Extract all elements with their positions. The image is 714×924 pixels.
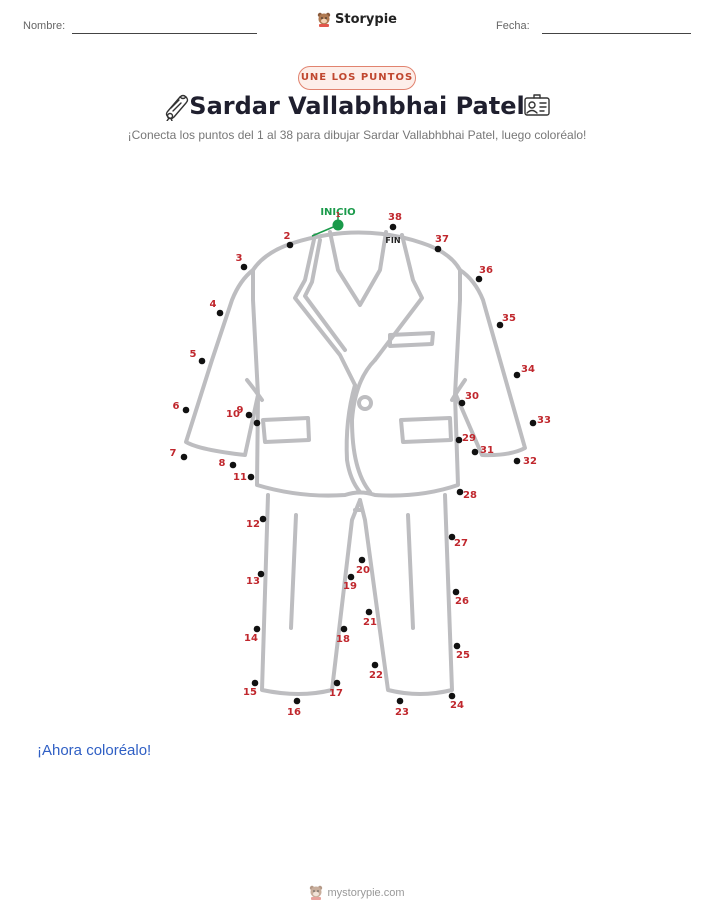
dot-label-24: 24 [450,700,464,711]
dot-label-15: 15 [243,687,257,698]
dot-27[interactable] [448,533,456,541]
dot-2[interactable] [286,241,294,249]
dot-label-18: 18 [336,634,350,645]
dot-20[interactable] [358,556,366,564]
dot-label-29: 29 [462,433,476,444]
dot-25[interactable] [453,642,461,650]
dot-24[interactable] [448,692,456,700]
dot-label-34: 34 [521,364,535,375]
dot-label-27: 27 [454,538,468,549]
dot-34[interactable] [513,371,521,379]
dot-label-11: 11 [233,472,247,483]
id-card-icon [524,94,550,116]
date-label: Fecha: [496,20,530,32]
dot-8[interactable] [229,461,237,469]
date-line[interactable] [542,33,691,34]
dot-label-33: 33 [537,415,551,426]
dot-label-9: 9 [237,405,244,416]
dot-29[interactable] [455,436,463,444]
dot-label-32: 32 [523,456,537,467]
dot-5[interactable] [198,357,206,365]
dot-18[interactable] [340,625,348,633]
bear-footer-icon [310,885,323,900]
dot-label-36: 36 [479,265,493,276]
dot-11[interactable] [247,473,255,481]
dot-16[interactable] [293,697,301,705]
dot-label-37: 37 [435,234,449,245]
dot-label-22: 22 [369,670,383,681]
dot-6[interactable] [182,406,190,414]
dot-13[interactable] [257,570,265,578]
dot-37[interactable] [434,245,442,253]
dot-4[interactable] [216,309,224,317]
dot-9[interactable] [245,411,253,419]
brand-name: Storypie [335,12,397,27]
dot-label-38: 38 [388,212,402,223]
dot-14[interactable] [253,625,261,633]
dot-label-30: 30 [465,391,479,402]
name-line[interactable] [72,33,257,34]
dot-label-35: 35 [502,313,516,324]
diploma-scroll-icon [165,94,189,121]
dot-label-31: 31 [480,445,494,456]
start-label: INICIO [320,207,355,218]
dot-10[interactable] [253,419,261,427]
dot-label-20: 20 [356,565,370,576]
dot-35[interactable] [496,321,504,329]
dot-30[interactable] [458,399,466,407]
dot-label-10: 10 [226,409,240,420]
bear-logo-icon [317,12,331,27]
brand: Storypie [0,12,714,32]
dot-15[interactable] [251,679,259,687]
dots-layer: 1234567891011121314151617181920212223242… [170,211,551,718]
dot-33[interactable] [529,419,537,427]
dot-17[interactable] [333,679,341,687]
dot-label-14: 14 [244,633,258,644]
dot-label-26: 26 [455,596,469,607]
dot-31[interactable] [471,448,479,456]
name-label: Nombre: [23,20,66,32]
dot-label-12: 12 [246,519,260,530]
dot-label-13: 13 [246,576,260,587]
dot-label-21: 21 [363,617,377,628]
dot-26[interactable] [452,588,460,596]
dot-label-6: 6 [173,401,180,412]
dot-label-2: 2 [284,231,291,242]
dot-label-8: 8 [219,458,226,469]
dot-23[interactable] [396,697,404,705]
suit-outline [184,230,527,696]
dot-19[interactable] [347,573,355,581]
footer-url: mystorypie.com [327,886,405,899]
start-marker: INICIO [311,207,356,237]
dot-38[interactable] [389,223,397,231]
page-title: Sardar Vallabhbhai Patel [189,92,525,120]
dot-3[interactable] [240,263,248,271]
dot-32[interactable] [513,457,521,465]
dot-28[interactable] [456,488,464,496]
dot-label-25: 25 [456,650,470,661]
dot-label-4: 4 [210,299,217,310]
dot-label-7: 7 [170,448,177,459]
dot-22[interactable] [371,661,379,669]
dot-label-17: 17 [329,688,343,699]
end-label: FIN [385,236,400,245]
page-subtitle: ¡Conecta los puntos del 1 al 38 para dib… [127,128,587,142]
dot-label-28: 28 [463,490,477,501]
dot-label-5: 5 [190,349,197,360]
dot-36[interactable] [475,275,483,283]
activity-badge: UNE LOS PUNTOS [298,66,416,90]
dot-label-23: 23 [395,707,409,718]
footer: mystorypie.com [0,885,714,905]
dot-label-16: 16 [287,707,301,718]
dot-label-19: 19 [343,581,357,592]
dot-21[interactable] [365,608,373,616]
dot-12[interactable] [259,515,267,523]
dot-7[interactable] [180,453,188,461]
coloring-prompt: ¡Ahora coloréalo! [37,742,152,759]
dot-label-1: 1 [336,211,341,219]
dot-label-3: 3 [236,253,243,264]
